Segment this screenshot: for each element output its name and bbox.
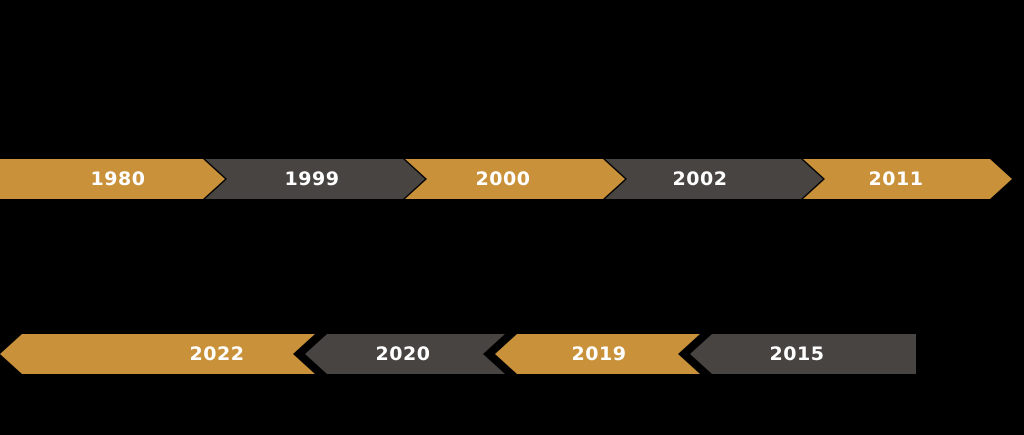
timeline-segment-label: 2000 bbox=[475, 168, 531, 190]
timeline-segment[interactable] bbox=[690, 334, 916, 374]
bottom-row-shapes bbox=[0, 334, 916, 374]
timeline-segment[interactable] bbox=[605, 159, 823, 199]
timeline-segment[interactable] bbox=[205, 159, 425, 199]
timeline-segment[interactable] bbox=[803, 159, 1012, 199]
timeline-segment[interactable] bbox=[0, 334, 315, 374]
timeline-segment-label: 2020 bbox=[375, 343, 431, 365]
timeline-segment[interactable] bbox=[0, 159, 225, 199]
top-row-labels: 1980 1999 2000 2002 2011 bbox=[0, 159, 1024, 199]
bottom-row-labels: 2022 2020 2019 2015 bbox=[0, 334, 1024, 374]
timeline-segment[interactable] bbox=[495, 334, 700, 374]
timeline-segment[interactable] bbox=[405, 159, 625, 199]
top-row-shapes bbox=[0, 159, 1012, 199]
timeline-segment-label: 2022 bbox=[189, 343, 245, 365]
timeline-segment-label: 1999 bbox=[284, 168, 340, 190]
timeline-segment-label: 2015 bbox=[769, 343, 825, 365]
timeline-segment-label: 2011 bbox=[868, 168, 924, 190]
timeline-segment-label: 2002 bbox=[672, 168, 728, 190]
timeline-segment[interactable] bbox=[305, 334, 505, 374]
timeline-segment-label: 1980 bbox=[90, 168, 146, 190]
timeline-segment-label: 2019 bbox=[571, 343, 627, 365]
